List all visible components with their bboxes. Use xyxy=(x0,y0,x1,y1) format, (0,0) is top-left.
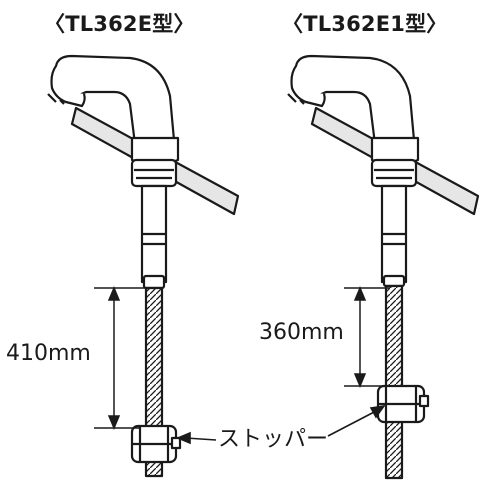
stopper-nut-right xyxy=(376,384,430,424)
mount-nut-left xyxy=(130,158,178,188)
faucet-right xyxy=(287,54,480,480)
threaded-rod-right xyxy=(384,284,404,480)
faucet-left xyxy=(47,54,240,478)
dimension-line-left xyxy=(94,286,150,430)
stopper-nut-left xyxy=(130,424,182,464)
mount-nut-right xyxy=(370,158,418,188)
model-title-right: 〈TL362E1型〉 xyxy=(282,12,448,36)
dimension-label-right: 360mm xyxy=(259,320,344,346)
dimension-label-left: 410mm xyxy=(6,341,91,367)
stopper-label: ストッパー xyxy=(218,427,329,452)
stopper-leaders xyxy=(175,404,386,445)
dimension-line-right xyxy=(344,286,390,388)
model-title-left: 〈TL362E型〉 xyxy=(44,12,195,36)
